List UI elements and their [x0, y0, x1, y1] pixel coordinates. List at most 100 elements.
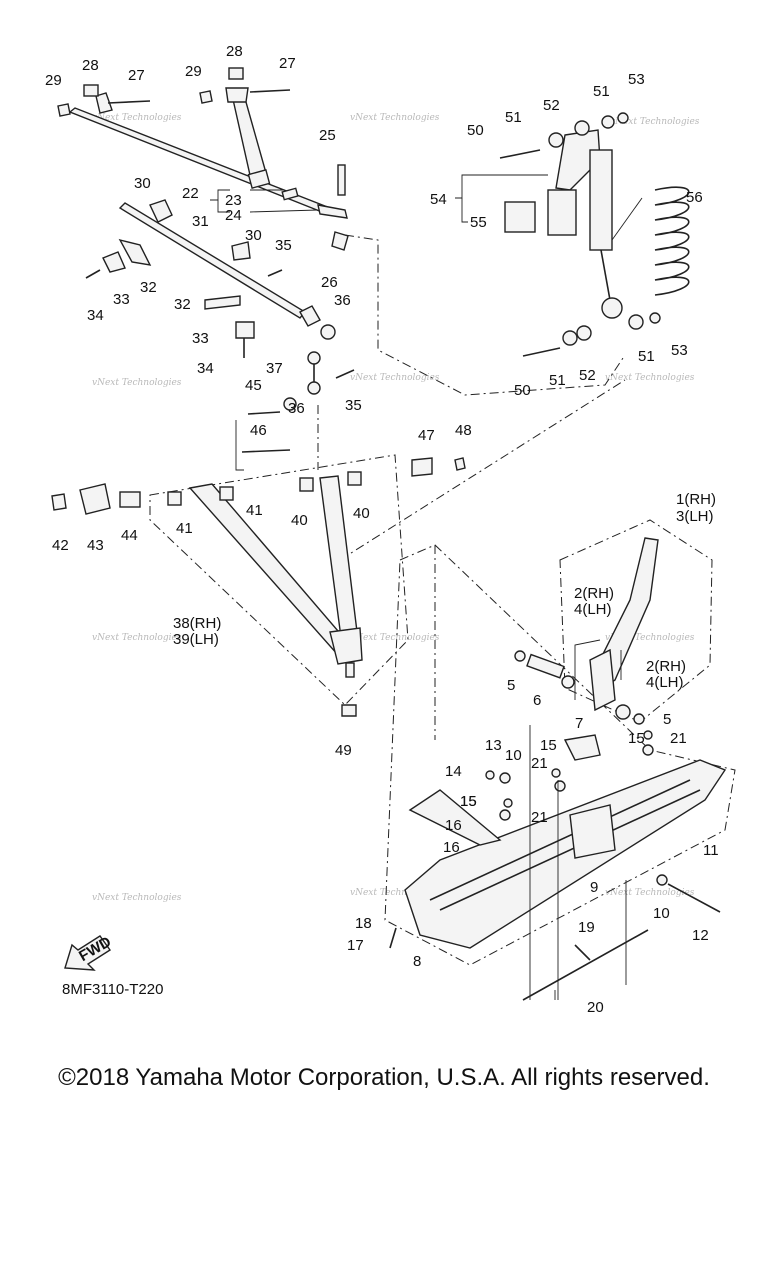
callout: 21 — [531, 755, 548, 772]
callout: 42 — [52, 537, 69, 554]
callout: 54 — [430, 191, 447, 208]
callout: 44 — [121, 527, 138, 544]
radius-rod-upper — [57, 67, 349, 251]
fwd-label: FWD — [76, 933, 114, 965]
leader-lines — [210, 174, 643, 1000]
watermark: vNext Technologies — [605, 888, 695, 898]
callout: 21 — [670, 730, 687, 747]
callout: 34 — [87, 307, 104, 324]
callout: 56 — [686, 189, 703, 206]
callout: 50 — [467, 122, 484, 139]
callout: 33 — [192, 330, 209, 347]
callout: 12 — [692, 927, 709, 944]
callout: 15 — [628, 730, 645, 747]
callout: 8 — [413, 953, 421, 970]
watermark: vNext Technologies — [605, 373, 695, 383]
callout: 33 — [113, 291, 130, 308]
callout: 15 — [460, 793, 477, 810]
callout: 47 — [418, 427, 435, 444]
callout: 10 — [653, 905, 670, 922]
callout: 6 — [533, 692, 541, 709]
callout: 5 — [507, 677, 515, 694]
callout: 52 — [579, 367, 596, 384]
callout: 22 — [182, 185, 199, 202]
callout: 51 — [549, 372, 566, 389]
callout: 23 — [225, 192, 242, 209]
callout: 19 — [578, 919, 595, 936]
callout: 35 — [345, 397, 362, 414]
callout: 13 — [485, 737, 502, 754]
callout: 26 — [321, 274, 338, 291]
callout: 55 — [470, 214, 487, 231]
callout: 37 — [266, 360, 283, 377]
callout: 39(LH) — [173, 631, 219, 648]
callout: 50 — [514, 382, 531, 399]
callout: 45 — [245, 377, 262, 394]
callout: 36 — [288, 400, 305, 417]
watermark: vNext Technologies — [350, 373, 440, 383]
watermarks: vNext Technologies vNext Technologies vN… — [92, 113, 700, 903]
watermark: vNext Technologies — [92, 633, 182, 643]
ski — [389, 730, 727, 1001]
callout: 30 — [245, 227, 262, 244]
callout: 52 — [543, 97, 560, 114]
callout: 40 — [353, 505, 370, 522]
callout: 41 — [176, 520, 193, 537]
callout: 16 — [443, 839, 460, 856]
callout: 29 — [45, 72, 62, 89]
callout: 51 — [593, 83, 610, 100]
a-arm — [51, 411, 466, 717]
diagram-code: 8MF3110-T220 — [62, 981, 163, 998]
callout: 53 — [671, 342, 688, 359]
callout: 18 — [355, 915, 372, 932]
callout: 28 — [82, 57, 99, 74]
callout: 4(LH) — [574, 601, 612, 618]
callout: 29 — [185, 63, 202, 80]
watermark: vNext Technologies — [92, 893, 182, 903]
watermark: vNext Technologies — [92, 378, 182, 388]
callout: 49 — [335, 742, 352, 759]
callout: 16 — [445, 817, 462, 834]
spindle — [514, 537, 659, 725]
callout: 9 — [590, 879, 598, 896]
callout: 15 — [460, 793, 477, 810]
spring — [654, 186, 690, 296]
callout: 4(LH) — [646, 674, 684, 691]
callout: 43 — [87, 537, 104, 554]
callout: 25 — [319, 127, 336, 144]
stabilizer-bar — [85, 199, 336, 358]
group-outlines — [149, 234, 736, 966]
callout: 32 — [174, 296, 191, 313]
callout: 20 — [587, 999, 604, 1016]
callout: 14 — [445, 763, 462, 780]
callout: 34 — [197, 360, 214, 377]
callout: 32 — [140, 279, 157, 296]
copyright-notice: ©2018 Yamaha Motor Corporation, U.S.A. A… — [58, 1064, 710, 1091]
callout: 51 — [638, 348, 655, 365]
callout: 51 — [505, 109, 522, 126]
callout: 53 — [628, 71, 645, 88]
callout: 28 — [226, 43, 243, 60]
shock-absorber — [499, 112, 661, 357]
callout: 41 — [246, 502, 263, 519]
callout: 17 — [347, 937, 364, 954]
watermark: vNext Technologies — [92, 113, 182, 123]
callout: 24 — [225, 207, 242, 224]
fwd-arrow-icon: FWD — [64, 933, 114, 971]
callout: 1(RH) — [676, 491, 716, 508]
callout: 35 — [275, 237, 292, 254]
callout: 38(RH) — [173, 615, 221, 632]
callout: 36 — [334, 292, 351, 309]
callout: 31 — [192, 213, 209, 230]
callout: 27 — [279, 55, 296, 72]
callout: 10 — [505, 747, 522, 764]
callout: 2(RH) — [574, 585, 614, 602]
callout: 3(LH) — [676, 508, 714, 525]
callout: 5 — [663, 711, 671, 728]
watermark: vNext Technologies — [605, 633, 695, 643]
callout: 30 — [134, 175, 151, 192]
watermark: vNext Technologies — [350, 633, 440, 643]
callout: 7 — [575, 715, 583, 732]
watermark: vNext Technologies — [350, 113, 440, 123]
callout: 40 — [291, 512, 308, 529]
